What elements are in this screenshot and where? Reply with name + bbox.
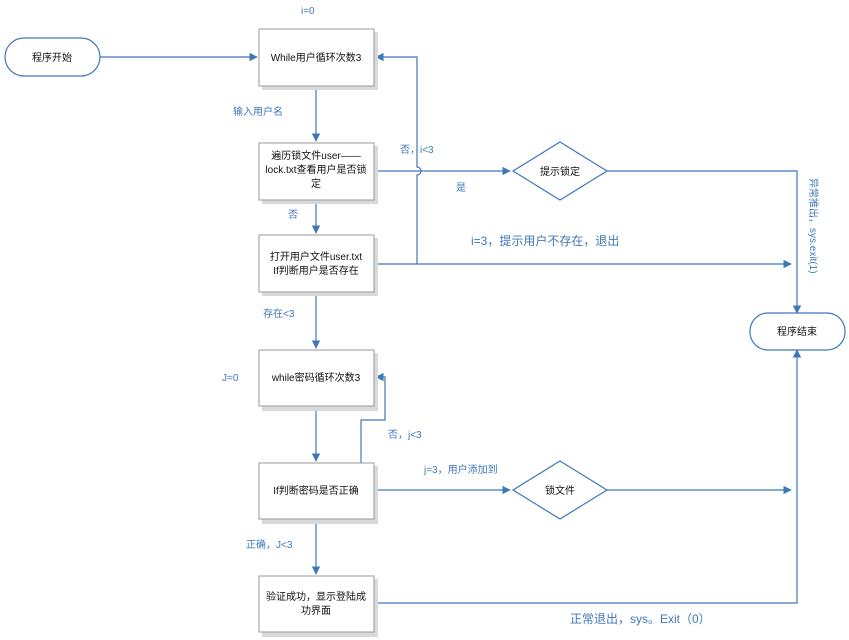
label-abnormal-exit: 异常推出，sys.exit(1) [807, 178, 820, 274]
node-check-lock-line2: lock.txt查看用户是否锁 [265, 163, 366, 176]
node-start-label: 程序开始 [32, 51, 72, 64]
node-prompt-locked-label: 提示锁定 [540, 165, 580, 178]
node-loop-user: While用户循环次数3 [258, 28, 378, 90]
node-check-lock-line3: 定 [311, 177, 321, 190]
node-check-lock: 遍历锁文件user—— lock.txt查看用户是否锁 定 [258, 142, 378, 204]
node-success-line2: 功界面 [301, 605, 331, 617]
node-loop-user-label: While用户循环次数3 [271, 51, 362, 64]
label-j3-add: j=3，用户添加到 [423, 463, 498, 476]
node-check-lock-line1: 遍历锁文件user—— [271, 149, 360, 162]
label-i3-not-exist: i=3，提示用户不存在，退出 [471, 233, 619, 248]
node-end: 程序结束 [749, 312, 846, 351]
label-no-j3: 否，j<3 [388, 429, 422, 441]
node-loop-pwd-label: while密码循环次数3 [271, 371, 361, 384]
label-exist: 存在<3 [263, 307, 295, 320]
node-check-pwd: If判断密码是否正确 [258, 462, 378, 524]
label-no: 否 [288, 209, 298, 221]
node-lock-file: 锁文件 [511, 460, 609, 520]
label-no-i3: 否，i<3 [400, 144, 434, 156]
node-end-label: 程序结束 [777, 325, 817, 338]
node-open-user-line1: 打开用户文件user.txt [270, 250, 362, 263]
node-open-user-line2: If判断用户是否存在 [273, 264, 359, 277]
label-input-user: 输入用户名 [233, 105, 283, 118]
node-start: 程序开始 [4, 37, 101, 77]
node-open-user: 打开用户文件user.txt If判断用户是否存在 [258, 234, 378, 296]
node-success: 验证成功，显示登陆成 功界面 [258, 575, 378, 637]
edge-prompt-to-end [607, 170, 802, 314]
label-normal-exit: 正常退出，sys。Exit（0） [570, 612, 711, 626]
label-j0: J=0 [222, 373, 239, 384]
node-prompt-locked: 提示锁定 [511, 141, 609, 201]
node-check-pwd-label: If判断密码是否正确 [273, 484, 359, 497]
node-lock-file-label: 锁文件 [545, 484, 575, 497]
label-yes: 是 [456, 182, 466, 194]
edge-success-to-end [374, 349, 802, 604]
node-loop-pwd: while密码循环次数3 [258, 349, 378, 411]
node-success-line1: 验证成功，显示登陆成 [266, 590, 366, 603]
edge-loopback-user [374, 52, 422, 265]
label-i0: i=0 [301, 6, 315, 17]
label-correct: 正确，J<3 [246, 538, 293, 551]
